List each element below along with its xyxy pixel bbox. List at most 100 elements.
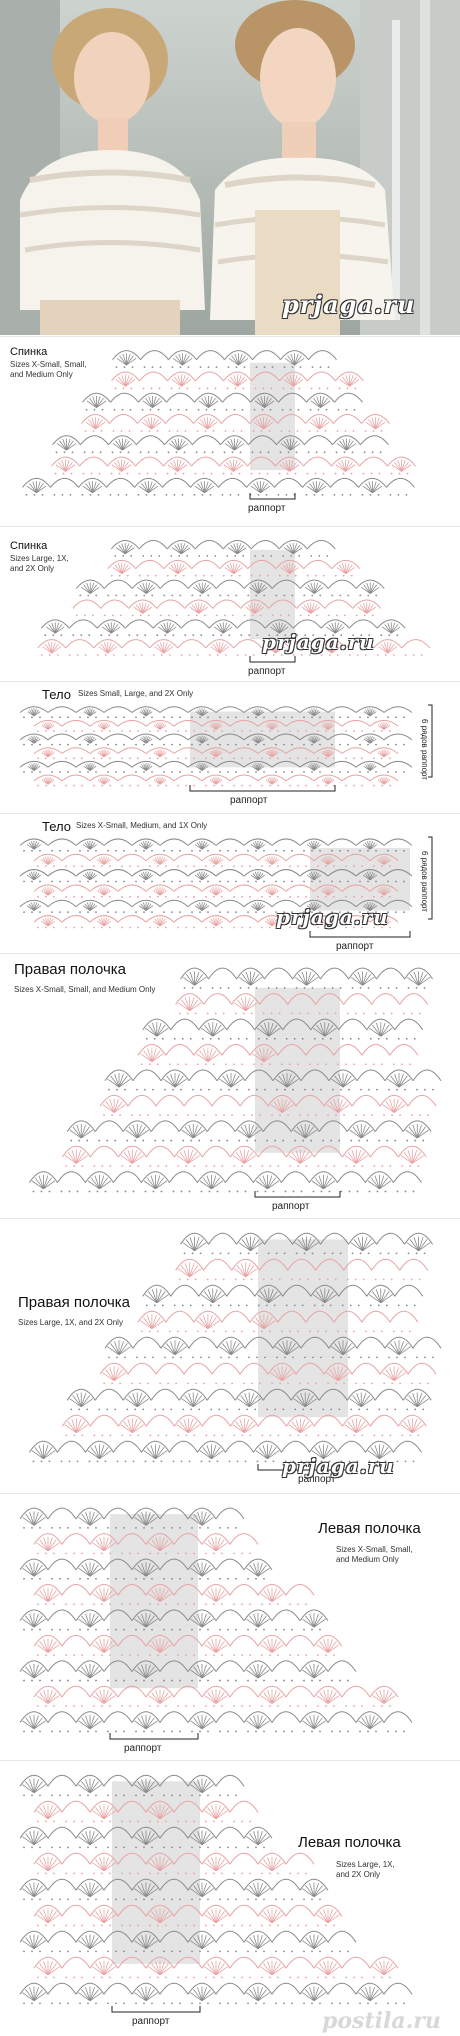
chart-row [137, 1044, 419, 1066]
panel-divider [0, 1218, 460, 1219]
rapport-label: раппорт [336, 941, 374, 952]
crochet-chart [19, 836, 433, 938]
chart-row [33, 1685, 399, 1707]
chart-row [99, 1362, 437, 1385]
rapport-label: раппорт [132, 2016, 170, 2027]
chart-panel-3: Тело Sizes Small, Large, and 2X Only раппо… [0, 683, 460, 813]
crochet-chart [37, 539, 431, 663]
rapport-shade [310, 848, 410, 911]
chart-row [19, 899, 413, 914]
crochet-chart [19, 1774, 413, 2013]
chart-row [19, 1982, 413, 2005]
crochet-chart [29, 1232, 442, 1471]
chart-row [104, 1069, 442, 1091]
chart-row [33, 1584, 315, 1606]
chart-row [29, 1440, 422, 1463]
chart-title: Левая полочка [318, 1520, 421, 1537]
model-photo: prjaga.ru [0, 0, 460, 335]
chart-title: Спинка [10, 346, 48, 358]
rapport-shade [258, 1239, 348, 1418]
chart-row [19, 1711, 413, 1733]
chart-row [33, 1904, 343, 1927]
watermark: prjaga.ru [282, 1454, 395, 1478]
chart-row [107, 559, 361, 577]
panel-divider [0, 953, 460, 954]
side-rapport-label: 6 рядов раппорт [419, 851, 429, 912]
chart-row [61, 1414, 427, 1437]
chart-row [175, 1258, 429, 1281]
panel-divider [0, 526, 460, 527]
watermark: prjaga.ru [262, 630, 375, 654]
chart-row [22, 477, 415, 496]
chart-subtitle: Sizes X-Small, Small, and Medium Only [10, 360, 87, 379]
chart-subtitle: Sizes X-Small, Small, and Medium Only [14, 985, 156, 994]
chart-title: Левая полочка [298, 1834, 401, 1851]
panel-divider [0, 1760, 460, 1761]
chart-row [66, 1388, 432, 1411]
chart-row [61, 1145, 427, 1167]
chart-row [137, 1310, 419, 1333]
crochet-chart [19, 1507, 413, 1740]
panel-divider [0, 813, 460, 814]
crochet-chart [22, 350, 416, 500]
rapport-shade [255, 987, 340, 1153]
chart-row [19, 1878, 329, 1901]
rapport-label: раппорт [124, 1743, 162, 1754]
rapport-label: раппорт [272, 1201, 310, 1212]
rapport-label: раппорт [248, 666, 286, 677]
rapport-label: раппорт [298, 1474, 336, 1485]
chart-row [33, 774, 399, 787]
chart-subtitle: Sizes Small, Large, and 2X Only [78, 689, 194, 698]
chart-row [33, 1852, 315, 1875]
rapport-shade [112, 1781, 200, 1964]
crochet-chart [29, 967, 442, 1198]
chart-row [33, 1634, 343, 1657]
chart-panel-4: Тело Sizes X-Small, Medium, and 1X Only ра… [0, 815, 460, 955]
rapport-shade [250, 549, 295, 640]
chart-title: Правая полочка [18, 1294, 131, 1311]
chart-subtitle: Sizes X-Small, Medium, and 1X Only [76, 821, 208, 830]
chart-row [110, 539, 336, 557]
chart-title: Тело [42, 687, 71, 702]
chart-row [142, 1018, 424, 1040]
chart-row [19, 706, 413, 719]
chart-row [19, 1930, 357, 1953]
chart-row [19, 1609, 329, 1631]
crochet-chart [19, 704, 433, 792]
chart-title: Правая полочка [14, 961, 127, 978]
chart-subtitle: Sizes Large, 1X, and 2X Only [336, 1860, 395, 1879]
chart-row [40, 619, 406, 637]
chart-row [175, 993, 429, 1015]
chart-row [104, 1336, 442, 1359]
chart-row [29, 1171, 422, 1193]
chart-row [33, 719, 399, 732]
panel-divider [0, 681, 460, 682]
chart-row [99, 1094, 437, 1117]
chart-row [66, 1120, 432, 1142]
chart-row [19, 1826, 273, 1849]
chart-subtitle: Sizes Large, 1X, and 2X Only [10, 554, 69, 573]
chart-row [33, 747, 399, 760]
chart-row [19, 869, 413, 883]
footer-watermark: postila.ru [322, 2008, 441, 2034]
rapport-label: раппорт [230, 795, 268, 806]
chart-row [19, 838, 413, 852]
panel-divider [0, 336, 460, 337]
chart-row [112, 350, 337, 369]
side-rapport-label: 6 рядов раппорт [419, 719, 429, 780]
chart-row [33, 915, 399, 929]
chart-row [51, 456, 416, 475]
chart-row [52, 435, 389, 454]
chart-row [33, 884, 399, 898]
chart-subtitle: Sizes Large, 1X, and 2X Only [18, 1318, 123, 1327]
chart-row [142, 1284, 424, 1307]
chart-row [111, 371, 364, 390]
chart-title: Тело [42, 819, 71, 834]
watermark: prjaga.ru [282, 290, 416, 319]
chart-row [33, 1800, 259, 1823]
chart-row [19, 1558, 273, 1580]
